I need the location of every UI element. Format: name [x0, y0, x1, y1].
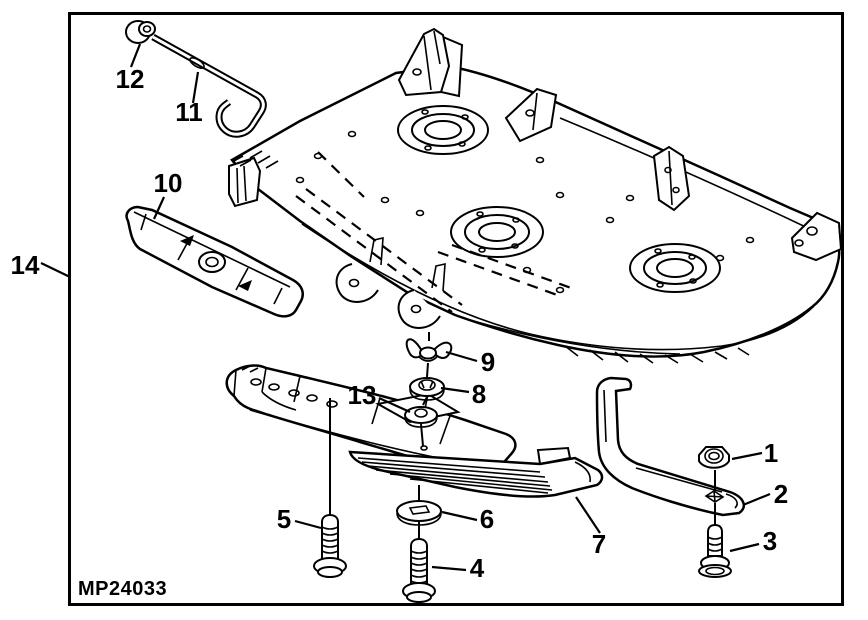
callout-3-number: 3 [763, 526, 777, 556]
mulch-cover-drawing [225, 364, 517, 476]
part-10-mower-blade [125, 205, 304, 318]
deck-belt-guide-bracket [504, 87, 558, 143]
mower-deck-drawing [228, 27, 843, 364]
callout-11-number: 11 [175, 97, 203, 127]
part-2-support-bracket [595, 376, 746, 517]
callout-7: 7 [575, 496, 606, 559]
fastener-stack [404, 332, 453, 451]
callout-14-number: 14 [11, 250, 40, 280]
spindle-opening-middle [450, 206, 544, 258]
part-11-j-hook-rod [151, 33, 267, 138]
deck-gauge-bracket [790, 211, 843, 262]
deck-left-bracket [228, 150, 279, 208]
part-1-lock-nut [698, 446, 730, 528]
callout-6: 6 [441, 504, 494, 534]
callout-10: 10 [152, 168, 183, 220]
part-7-mulch-plate [348, 446, 604, 498]
hidden-line [305, 188, 463, 306]
callout-8-number: 8 [472, 379, 486, 409]
part-8-cup-washer [409, 377, 445, 401]
callout-3: 3 [729, 526, 777, 556]
callout-14: 14 [11, 250, 71, 280]
hidden-line [317, 151, 365, 198]
deck-rear-bracket [652, 145, 691, 212]
callout-7-number: 7 [592, 529, 606, 559]
spindle-opening-left [397, 105, 489, 155]
part-4-carriage-bolt-long [402, 521, 436, 603]
blade-arrow [180, 235, 194, 246]
callout-9: 9 [445, 347, 495, 377]
deck-hanger-hook-left [335, 236, 384, 303]
deck-holes [295, 130, 755, 294]
spindle-opening-right [629, 243, 721, 293]
callout-8: 8 [440, 379, 486, 409]
deck-skirt-hatching [564, 345, 750, 364]
callout-13-number: 13 [348, 380, 377, 410]
callout-10-number: 10 [154, 168, 183, 198]
callout-12-number: 12 [116, 64, 145, 94]
hidden-line [295, 195, 453, 313]
part-12-flange-nut [125, 20, 156, 44]
callout-13: 13 [348, 380, 411, 414]
callout-2: 2 [742, 479, 788, 509]
blade-arrow [238, 280, 252, 291]
deck-hanger-hook-right [397, 262, 446, 329]
callout-11: 11 [175, 71, 203, 127]
callout-5-number: 5 [277, 504, 291, 534]
callout-4-number: 4 [470, 553, 485, 583]
callout-6-number: 6 [480, 504, 494, 534]
deck-idler-bracket [397, 27, 464, 98]
part-9-wing-nut [405, 338, 453, 362]
callout-2-number: 2 [774, 479, 788, 509]
callout-5: 5 [277, 504, 322, 534]
callout-12: 12 [116, 43, 145, 94]
callout-9-number: 9 [481, 347, 495, 377]
callouts: 1 2 3 4 5 6 7 8 [11, 43, 788, 583]
part-13-spacer [404, 406, 438, 428]
callout-1: 1 [731, 438, 778, 468]
hidden-line [437, 250, 561, 298]
callout-1-number: 1 [764, 438, 778, 468]
callout-4: 4 [431, 553, 485, 583]
part-3-carriage-bolt-short [698, 523, 732, 578]
part-5-carriage-bolt [313, 398, 347, 578]
figure-code-label: MP24033 [78, 578, 167, 600]
